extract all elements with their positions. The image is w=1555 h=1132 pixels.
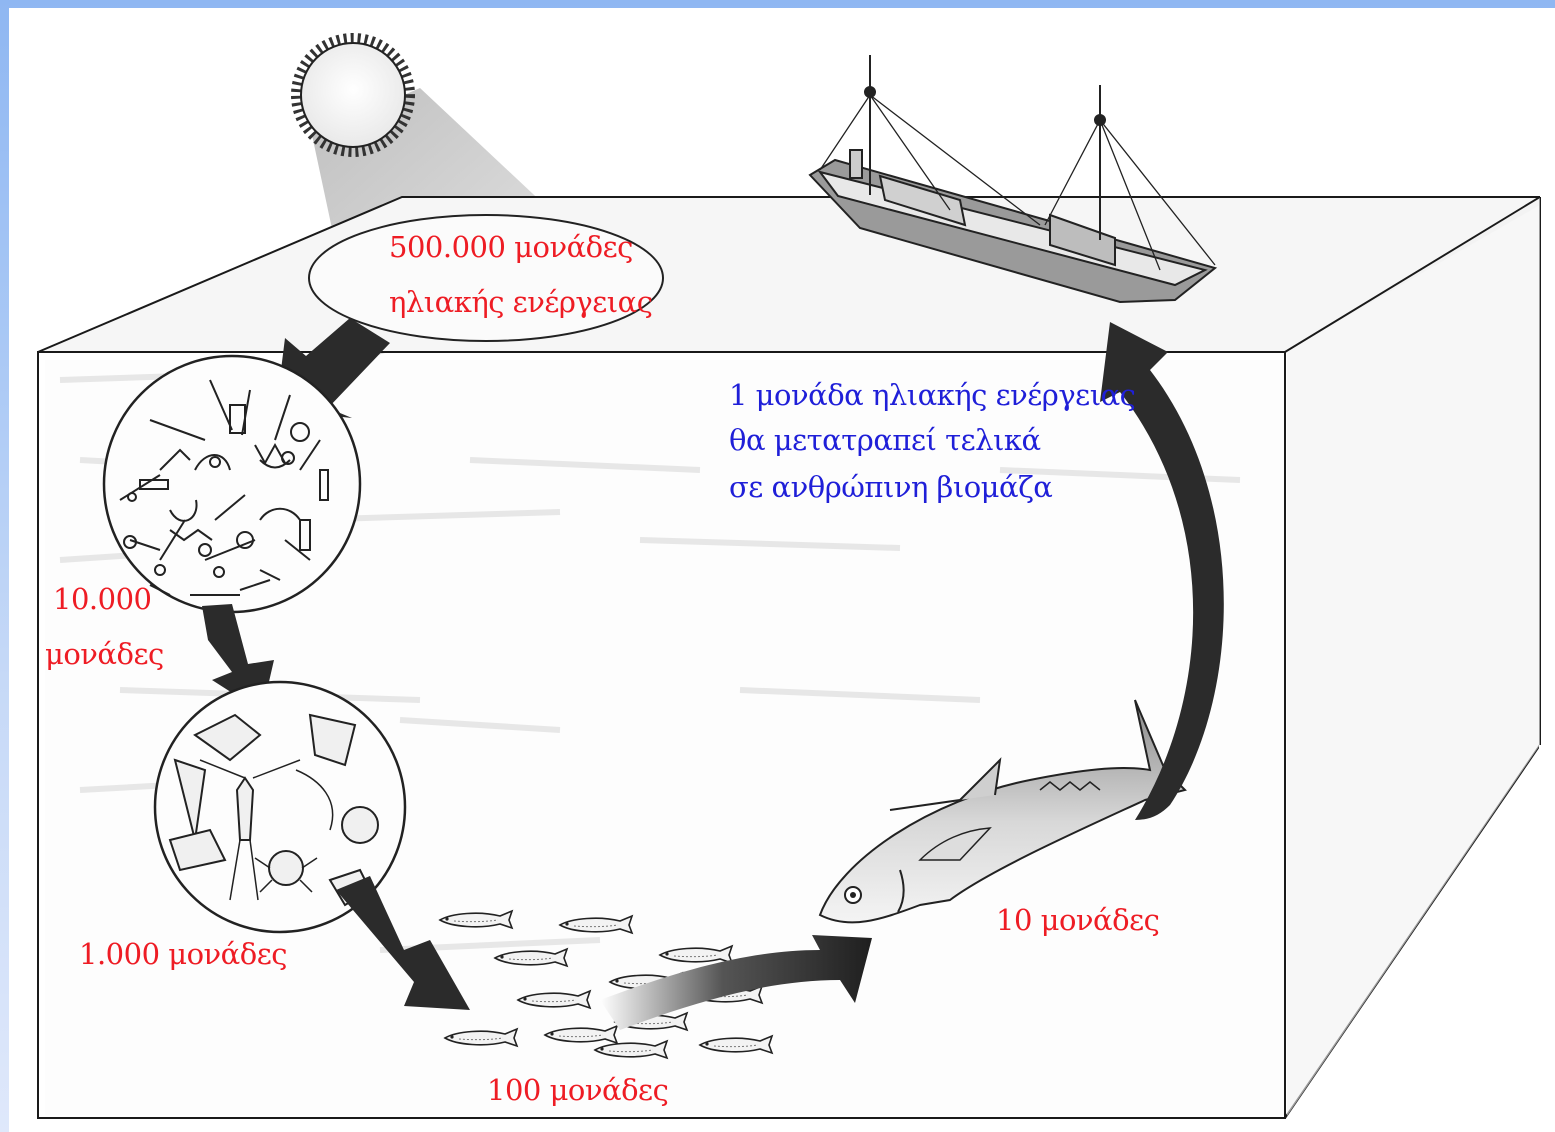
- tuna-energy-label: 10 μονάδες: [996, 901, 1159, 939]
- human-biomass-label-line3: σε ανθρώπινη βιομάζα: [729, 468, 1052, 506]
- sun-energy-label-line2: ηλιακής ενέργειας: [389, 283, 652, 321]
- sun-icon: [296, 38, 410, 152]
- small-fish-energy-label: 100 μονάδες: [487, 1071, 668, 1109]
- ocean-side-face: [1287, 198, 1540, 1116]
- zooplankton-energy-label: 1.000 μονάδες: [79, 935, 287, 973]
- phytoplankton-energy-label-line2: μονάδες: [45, 635, 164, 673]
- phytoplankton-energy-label-line1: 10.000: [53, 580, 151, 618]
- phytoplankton-circle: [104, 356, 360, 612]
- human-biomass-label-line2: θα μετατραπεί τελικά: [729, 421, 1041, 459]
- food-chain-diagram: 500.000 μονάδες ηλιακής ενέργειας 10.000…: [9, 8, 1555, 1132]
- sun-energy-label-line1: 500.000 μονάδες: [389, 228, 633, 266]
- human-biomass-label-line1: 1 μονάδα ηλιακής ενέργειας: [729, 376, 1135, 414]
